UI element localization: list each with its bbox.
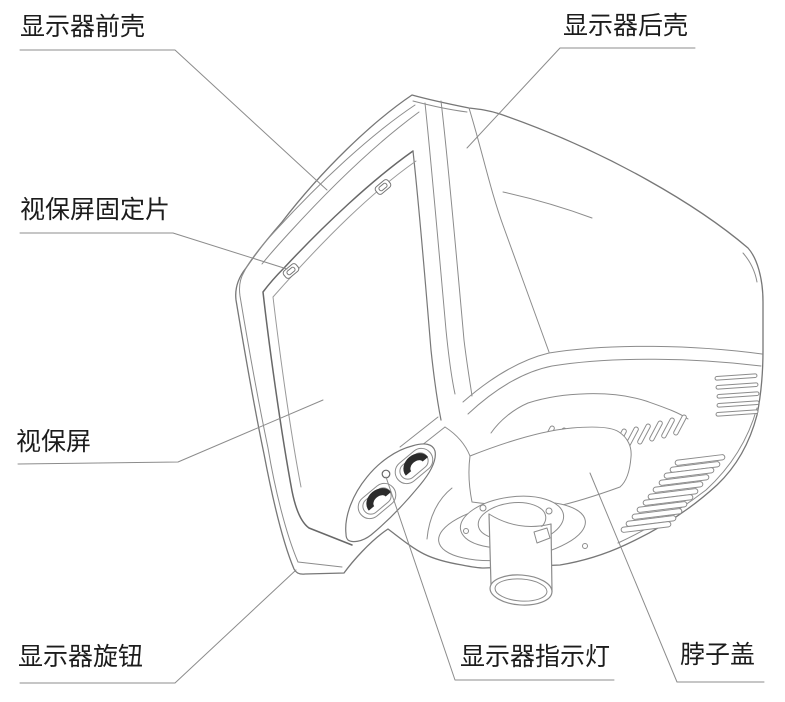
label-indicator-light: 显示器指示灯 <box>460 644 611 671</box>
leader-indicator <box>385 476 615 681</box>
mount-screw-2 <box>545 507 553 515</box>
bezel-step-inner <box>261 111 420 265</box>
panel-seam <box>527 393 689 420</box>
filter-screen-glass <box>262 150 442 546</box>
back-shell <box>462 107 763 544</box>
leader-front-shell <box>19 49 328 191</box>
shell-front-seam <box>468 107 550 353</box>
mount-screw-3 <box>463 528 469 534</box>
shell-bottom-rim-lower <box>467 358 762 415</box>
glass-inner-highlight <box>272 160 417 488</box>
leader-filter-clip <box>19 232 288 270</box>
leader-neck-cover <box>589 472 765 683</box>
glass-right-edge <box>412 150 442 421</box>
control-pod <box>345 443 436 543</box>
boss-left-arc <box>426 487 453 540</box>
filter-clip-left <box>282 263 300 279</box>
front-shell <box>239 100 473 568</box>
panel-edge-connector <box>444 426 471 457</box>
label-filter-clip: 视保屏固定片 <box>20 197 171 224</box>
filter-screen-clips <box>282 179 392 279</box>
panel-seam-hook <box>490 402 529 434</box>
monitor-knob-lower <box>366 488 392 511</box>
label-back-shell: 显示器后壳 <box>563 13 689 40</box>
tube-right-edge <box>550 523 553 593</box>
monitor-knob-upper <box>403 453 429 476</box>
bottom-panel <box>399 393 689 540</box>
label-filter-screen: 视保屏 <box>16 429 92 456</box>
shell-corner-highlight <box>742 252 758 283</box>
mount-screw-1 <box>479 504 487 512</box>
label-front-shell: 显示器前壳 <box>20 14 146 41</box>
crt-neck-tube <box>488 513 553 606</box>
tube-side-tab <box>533 527 551 544</box>
tube-end-inner <box>494 578 548 602</box>
tube-left-edge <box>488 513 492 586</box>
bezel-step-outer <box>239 104 416 568</box>
leader-back-shell <box>466 47 696 149</box>
label-neck-cover: 脖子盖 <box>680 642 756 669</box>
tube-top-arc <box>488 513 552 527</box>
bezel-right-edge-outer <box>424 102 456 395</box>
shell-crease <box>502 191 593 219</box>
glass-top-left-edge <box>262 150 414 546</box>
panel-edge-line-1 <box>399 416 439 448</box>
bezel-top-band <box>412 100 468 113</box>
label-monitor-knob: 显示器旋钮 <box>18 644 144 671</box>
bezel-right-edge-inner <box>440 100 473 397</box>
leader-knob <box>19 569 297 684</box>
leader-lines <box>17 47 765 684</box>
filter-clip-top <box>374 179 392 195</box>
mount-screw-4 <box>582 543 588 549</box>
leader-filter-screen <box>17 399 324 465</box>
shell-bottom-rim-upper <box>462 345 763 403</box>
